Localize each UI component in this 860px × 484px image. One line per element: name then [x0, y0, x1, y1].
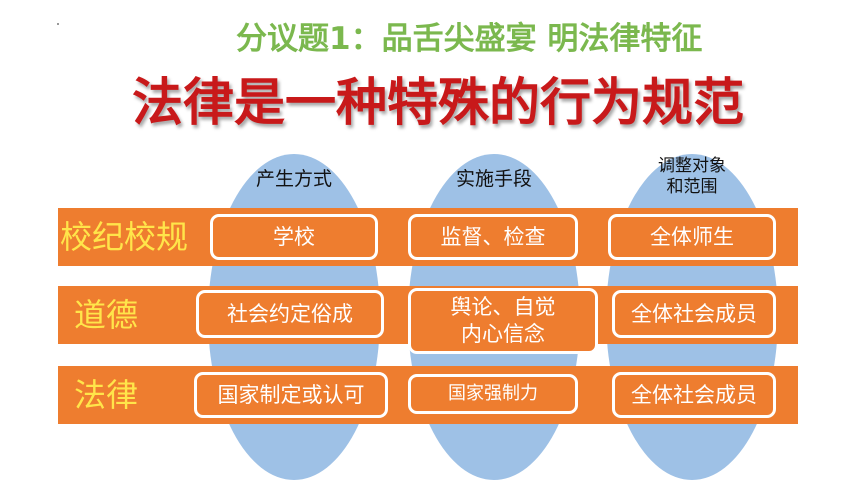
cell-school-rules-scope: 全体师生: [608, 214, 776, 260]
column-header-scope-line2: 和范围: [666, 177, 718, 197]
column-header-scope: 调整对象 和范围: [606, 156, 778, 198]
corner-dot: [57, 23, 59, 25]
row-label-morality: 道德: [74, 296, 139, 334]
column-header-method: 产生方式: [255, 168, 332, 190]
row-label-law: 法律: [74, 376, 139, 414]
cell-morality-means: 舆论、自觉 内心信念: [408, 288, 598, 354]
cell-morality-method: 社会约定俗成: [196, 290, 384, 338]
cell-morality-scope: 全体社会成员: [612, 290, 776, 338]
cell-text: 国家制定或认可: [217, 383, 365, 407]
slide-title: 法律是一种特殊的行为规范: [131, 74, 744, 133]
cell-school-rules-method: 学校: [210, 214, 378, 260]
cell-text: 国家强制力: [448, 383, 538, 404]
cell-text-line2: 内心信念: [461, 322, 545, 346]
cell-text: 学校: [273, 225, 315, 249]
cell-law-means: 国家强制力: [408, 374, 578, 414]
column-header-scope-line1: 调整对象: [658, 156, 726, 176]
column-header-means: 实施手段: [455, 168, 532, 190]
cell-text: 全体师生: [650, 225, 734, 249]
cell-text-line1: 舆论、自觉: [450, 295, 556, 319]
cell-text: 社会约定俗成: [227, 302, 353, 326]
cell-text: 监督、检查: [440, 225, 546, 249]
row-label-school-rules: 校纪校规: [60, 218, 189, 256]
cell-law-scope: 全体社会成员: [612, 372, 776, 418]
cell-law-method: 国家制定或认可: [194, 372, 388, 418]
cell-text: 全体社会成员: [631, 302, 757, 326]
cell-school-rules-means: 监督、检查: [408, 214, 578, 260]
slide-subtitle: 分议题1：品舌尖盛宴 明法律特征: [236, 21, 703, 57]
cell-text: 全体社会成员: [631, 383, 757, 407]
